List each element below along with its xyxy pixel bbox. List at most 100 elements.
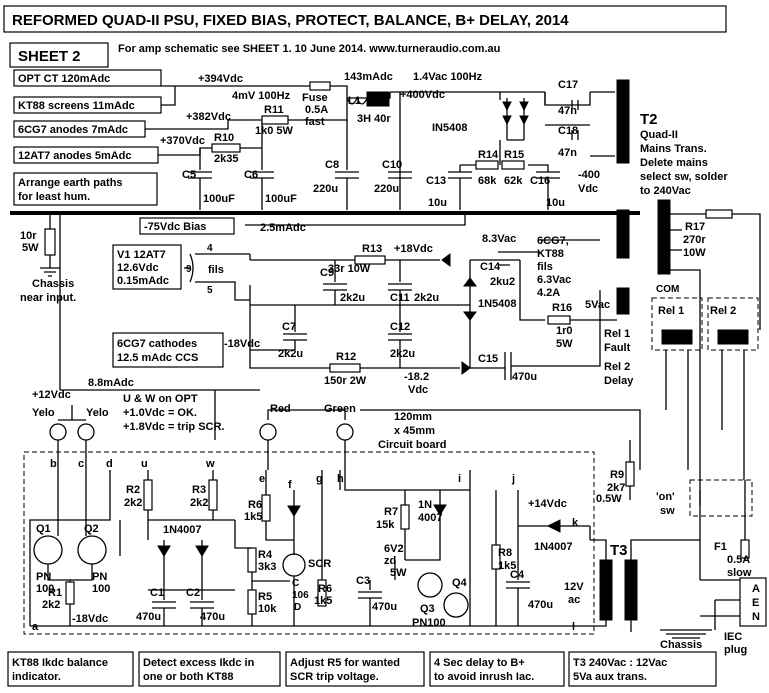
c2-label: C2: [186, 587, 200, 599]
cap-c1: [152, 590, 176, 626]
6cg7-anodes-label: 6CG7 anodes 7mAdc: [18, 124, 128, 136]
c12-label: C12: [390, 321, 410, 333]
c3-value: 470u: [372, 601, 397, 613]
c10-value: 220u: [374, 183, 399, 195]
resistor-r11: [261, 115, 289, 125]
wire: [59, 213, 260, 440]
node-label: c: [78, 458, 84, 470]
c13-value: 10u: [428, 197, 447, 209]
r11-value: 1k0 5W: [255, 125, 294, 137]
v1-label: V1 12AT7: [117, 249, 166, 261]
cap-c9: [323, 260, 347, 305]
scr-pin: C: [292, 578, 299, 589]
cap-c7: [250, 305, 307, 351]
r10-label: R10: [214, 132, 234, 144]
t2-primary: [657, 199, 671, 275]
v370-label: +370Vdc: [160, 135, 205, 147]
c5-label: C5: [182, 169, 196, 181]
uw-note: +1.0Vdc = OK.: [123, 407, 197, 419]
v12ac-label: 12V: [564, 581, 584, 593]
resistor-r3: [208, 479, 218, 511]
cap-c3: [358, 580, 382, 626]
node-label: f: [288, 479, 292, 491]
wire: [394, 515, 441, 580]
rail-382: [145, 119, 263, 160]
c8-label: C8: [325, 159, 339, 171]
wire: [590, 539, 700, 632]
l1-value: 3H 40r: [357, 113, 391, 125]
wire: [250, 259, 520, 340]
on-switch: [689, 479, 753, 517]
transistor-q4: [417, 572, 443, 598]
ripple-label: 4mV 100Hz: [232, 90, 291, 102]
cap-c14: [498, 251, 510, 266]
node-label: b: [50, 458, 57, 470]
v382-label: +382Vdc: [186, 111, 231, 123]
cap-c2: [190, 590, 214, 626]
c6-value: 100uF: [265, 193, 297, 205]
wire: [665, 350, 745, 480]
iec-n: N: [752, 611, 760, 623]
diode: [463, 311, 477, 321]
fuse1-label: Fuse: [302, 92, 328, 104]
subtitle: For amp schematic see SHEET 1. 10 June 2…: [118, 43, 500, 55]
fil-label: 4.2A: [537, 287, 560, 299]
rel2d-desc: Delay: [604, 375, 634, 387]
wire: [265, 470, 341, 580]
scr-pin: D: [294, 602, 301, 613]
node-label: i: [458, 473, 461, 485]
r5-value: 10k: [258, 603, 277, 615]
r17-label: R17: [685, 221, 705, 233]
l1-label: L1: [348, 95, 361, 107]
t2-winding: [616, 79, 630, 164]
resistor-r5: [247, 589, 257, 615]
bias-label: -75Vdc Bias: [144, 221, 206, 233]
f1-type: slow: [727, 567, 752, 579]
q2-value: 100: [92, 583, 110, 595]
r1-label: R1: [48, 587, 62, 599]
q1-value: 100: [36, 583, 54, 595]
wire: [234, 520, 290, 626]
title: REFORMED QUAD-II PSU, FIXED BIAS, PROTEC…: [12, 12, 569, 29]
cap-c8: [335, 120, 359, 210]
r9-watt: 0.5W: [596, 493, 622, 505]
resistor-r6: [261, 494, 271, 522]
bias-box: [139, 217, 235, 235]
wire: [148, 540, 235, 591]
earth-note-line: for least hum.: [18, 191, 90, 203]
wire: [518, 525, 591, 540]
resistor-r2: [143, 479, 153, 511]
q1-label: Q1: [36, 523, 51, 535]
c2-value: 470u: [200, 611, 225, 623]
c17-value: 47n: [558, 105, 577, 117]
12at7-anodes-label: 12AT7 anodes 5mAdc: [18, 150, 132, 162]
c18-label: C18: [558, 125, 578, 137]
fuse-f1: [740, 539, 750, 559]
transistor-q3: [443, 592, 469, 618]
board-note: x 45mm: [394, 425, 435, 437]
r17-watt: 10W: [683, 247, 706, 259]
yelo-label: Yelo: [32, 407, 55, 419]
r8-label: R8: [498, 547, 512, 559]
wire: [344, 470, 471, 626]
node-label: w: [205, 458, 215, 470]
capacitor-bank: C5 100uF C6 100uF C8 220u C10 220u C13 1…: [182, 120, 600, 210]
t2-desc: Mains Trans.: [640, 143, 707, 155]
node-label: k: [572, 517, 579, 529]
c3-label: C3: [356, 575, 370, 587]
t2-winding: [616, 209, 630, 259]
c14-value: 2ku2: [490, 276, 515, 288]
relay2-box: [707, 297, 759, 351]
t3-label: T3: [610, 542, 628, 559]
r12-value: 150r 2W: [324, 375, 367, 387]
resistor-r14: [475, 160, 499, 170]
v12ac-unit: ac: [568, 594, 580, 606]
q3-type: PN100: [412, 617, 446, 629]
d1n4007-label: 1N4007: [163, 524, 202, 536]
wire: [161, 86, 176, 106]
note-text: to avoid inrush Iac.: [434, 671, 534, 683]
wire: [544, 92, 591, 126]
r5-label: R5: [258, 591, 272, 603]
note-text: indicator.: [12, 671, 61, 683]
cathode-label: 6CG7 cathodes: [117, 338, 197, 350]
